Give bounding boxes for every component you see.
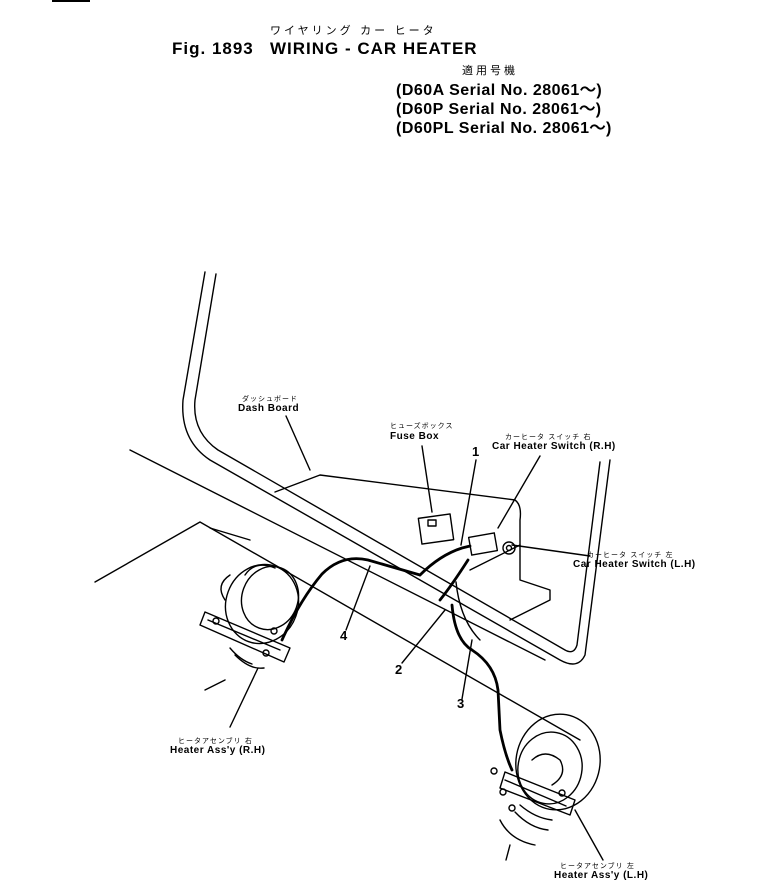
harness-1 [418,544,472,577]
leader-heater-rh [229,667,259,728]
heater-lh-label: Heater Ass'y (L.H) [554,870,649,881]
harness-4 [280,557,422,642]
cab-frame [182,271,611,665]
switch-rh-label-jp: カーヒータ スイッチ 右 [505,433,592,441]
dash-board-label-jp: ダッシュボード [242,395,298,403]
callout-3: 3 [457,696,465,711]
serial-line-2: (D60P Serial No. 28061～) [396,101,602,118]
header-bar [52,0,90,2]
dash-board-label: Dash Board [238,403,300,414]
leader-2 [401,609,446,664]
heater-lh-assembly [490,713,601,846]
cab-frame-inner [194,273,601,653]
fuse-box-label: Fuse Box [390,431,440,442]
serial-line-1: (D60A Serial No. 28061～) [396,82,603,99]
switch-rh-label: Car Heater Switch (R.H) [492,441,616,452]
heater-rh-label-jp: ヒータアセンブリ 右 [178,737,253,745]
figure-title: WIRING - CAR HEATER [270,39,478,58]
leader-4 [345,565,371,631]
heater-rh-label: Heater Ass'y (R.H) [170,745,266,756]
title-japanese: ワイヤリング カー ヒータ [270,24,437,37]
leader-1 [460,459,477,546]
leader-dash-board [285,415,311,471]
callout-2: 2 [395,662,403,677]
dash-lower-edge [94,521,581,741]
callout-4: 4 [340,628,348,643]
fuse-box-label-jp: ヒューズボックス [390,422,454,430]
console-box [274,474,551,621]
heater-rh-assembly [199,563,300,669]
harness-2 [438,558,470,602]
leader-switch-lh [511,544,591,557]
dash-edge-short [209,527,251,541]
leader-fuse-box [421,445,433,513]
switch-rh-outline [467,532,499,556]
applicable-models-jp: 適用号機 [462,64,518,77]
switch-lh-label: Car Heater Switch (L.H) [573,559,696,570]
leader-switch-rh [497,455,541,529]
switch-lh-knob [502,541,516,555]
fuse-box-outline [417,513,455,545]
heater-lh-label-jp: ヒータアセンブリ 左 [560,862,635,870]
figure-label: Fig. 1893 [172,39,254,58]
switch-lh-label-jp: カーヒータ スイッチ 左 [587,551,674,559]
callout-1: 1 [472,444,480,459]
dash-top-edge [129,449,546,661]
leader-heater-lh [574,809,604,861]
console-side [469,544,521,571]
serial-line-3: (D60PL Serial No. 28061～) [396,120,612,137]
harness-3 [450,603,514,772]
